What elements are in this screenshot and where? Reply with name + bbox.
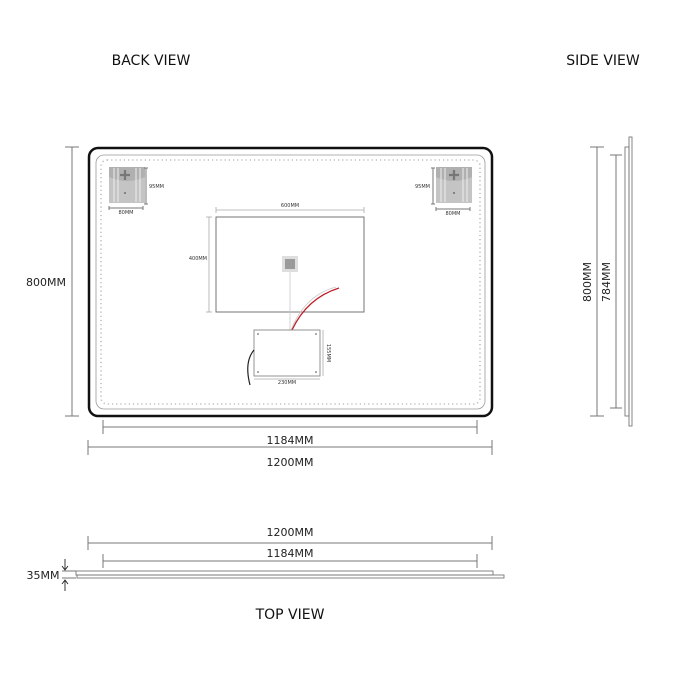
side-outer-height-label: 800MM: [581, 262, 594, 302]
side-view: 800MM 784MM: [581, 136, 633, 427]
panel-height-label: 400MM: [189, 256, 207, 262]
back-height-dimension: 800MM: [26, 146, 79, 417]
bracket-left-height-label: 95MM: [149, 184, 164, 190]
back-inner-width-dimension: 1184MM: [102, 420, 478, 447]
top-view: 1200MM 1184MM 35MM: [27, 526, 505, 591]
arrow-down-icon: [61, 559, 69, 571]
cable: [247, 349, 255, 386]
back-outer-width-label: 1200MM: [267, 456, 314, 469]
screw-icon: [449, 170, 459, 180]
wall-bracket-left: 95MM 80MM: [108, 167, 164, 216]
control-box-height-label: 155MM: [325, 344, 331, 362]
side-view-title: SIDE VIEW: [566, 53, 640, 69]
top-outer-width-label: 1200MM: [267, 526, 314, 539]
back-height-label: 800MM: [26, 276, 66, 289]
back-inner-width-label: 1184MM: [267, 434, 314, 447]
power-wire: [291, 287, 340, 331]
wall-bracket-right: 95MM 80MM: [415, 167, 472, 217]
back-view-title: BACK VIEW: [112, 53, 191, 69]
mirror-side-profile: [624, 146, 630, 417]
screw-icon: [120, 170, 130, 180]
center-panel: 600MM 400MM: [189, 203, 365, 331]
control-box: 230MM 155MM: [247, 329, 331, 386]
panel-width-label: 600MM: [281, 203, 299, 209]
top-view-title: TOP VIEW: [255, 607, 325, 623]
mirror-top-profile: [75, 570, 494, 576]
led-strip: [100, 159, 481, 405]
bracket-left-width-label: 80MM: [119, 210, 134, 216]
bracket-right-height-label: 95MM: [415, 184, 430, 190]
top-depth-label: 35MM: [27, 569, 60, 582]
mirror-glass-edge: [95, 154, 486, 410]
back-outer-width-dimension: 1200MM: [87, 440, 493, 469]
bracket-right-width-label: 80MM: [446, 211, 461, 217]
side-inner-height-label: 784MM: [600, 262, 613, 302]
arrow-up-icon: [61, 579, 69, 591]
back-view: 800MM 95MM 80MM: [26, 146, 494, 469]
mirror-frame: [87, 146, 494, 418]
top-inner-width-label: 1184MM: [267, 547, 314, 560]
control-box-width-label: 230MM: [278, 380, 296, 386]
